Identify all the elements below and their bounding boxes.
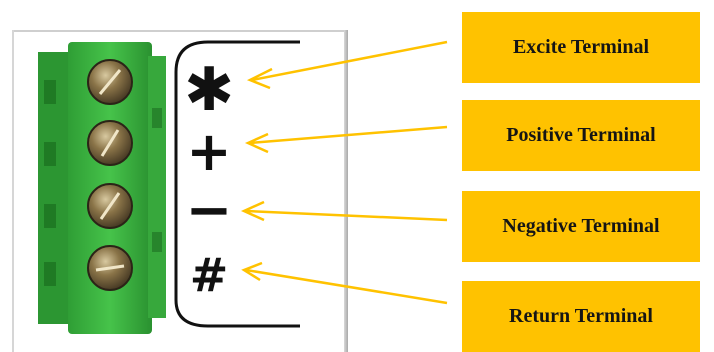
positive-terminal-label: Positive Terminal xyxy=(462,100,700,171)
negative-symbol: − xyxy=(185,178,233,243)
panel-edge-right xyxy=(344,30,348,352)
screw-icon xyxy=(87,245,133,291)
panel-edge-top xyxy=(12,30,346,32)
arrow-return xyxy=(241,261,448,305)
excite-symbol: ✱ xyxy=(184,55,235,125)
screw-icon xyxy=(87,120,133,166)
panel-edge-left xyxy=(12,30,14,352)
arrow-negative xyxy=(240,200,448,222)
screw-icon xyxy=(87,183,133,229)
connector-right-fin xyxy=(148,56,166,318)
connector-slot xyxy=(44,262,56,286)
connector-slot xyxy=(44,142,56,166)
arrow-excite xyxy=(246,40,448,90)
connector-slot xyxy=(44,204,56,228)
connector-notch xyxy=(152,232,162,252)
positive-symbol: + xyxy=(186,120,232,183)
screw-icon xyxy=(87,59,133,105)
bracket-line xyxy=(174,40,300,328)
return-terminal-label: Return Terminal xyxy=(462,281,700,352)
arrow-positive xyxy=(244,125,448,154)
connector-slot xyxy=(44,80,56,104)
return-symbol: # xyxy=(189,248,229,302)
connector-notch xyxy=(152,108,162,128)
excite-terminal-label: Excite Terminal xyxy=(462,12,700,83)
negative-terminal-label: Negative Terminal xyxy=(462,191,700,262)
